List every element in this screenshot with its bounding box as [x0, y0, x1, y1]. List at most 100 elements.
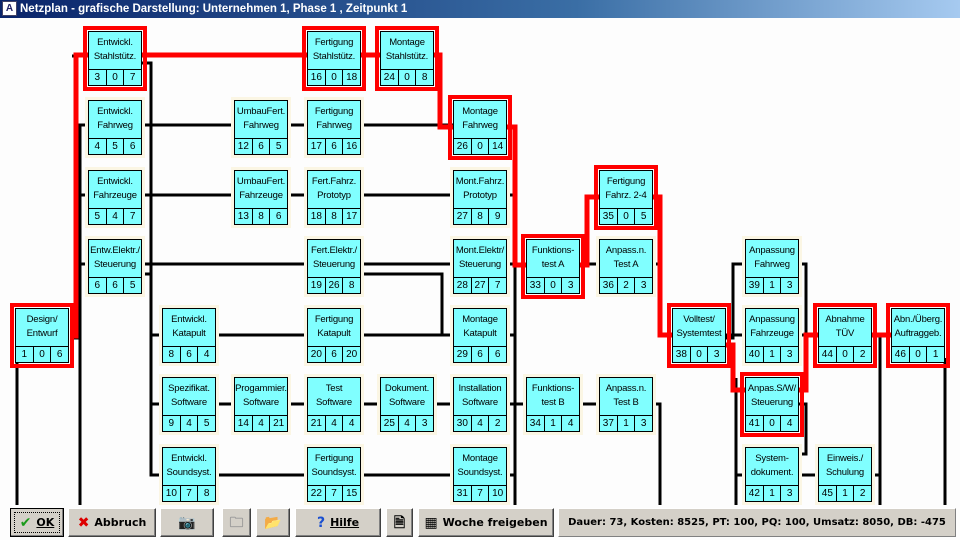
activity-start: 18	[310, 211, 322, 222]
activity-label-line2: Software	[462, 397, 498, 408]
activity-start: 27	[456, 211, 468, 222]
activity-buffer: 5	[105, 139, 124, 155]
camera-button[interactable]: 📷	[160, 508, 214, 537]
critical-path-line	[653, 194, 672, 338]
activity-buffer: 0	[32, 347, 51, 363]
critical-path-line	[72, 52, 88, 339]
ok-button[interactable]: ✔ OK	[10, 508, 64, 537]
activity-start: 41	[748, 418, 760, 429]
activity-start: 8	[168, 349, 175, 360]
activity-buffer: 7	[470, 486, 489, 502]
help-label: Hilfe	[330, 516, 360, 529]
export-folder-button[interactable]: 🗀	[222, 508, 251, 537]
activity-label: Spezifikat.Software	[163, 378, 215, 415]
activity-buffer: 1	[762, 486, 781, 502]
activity-start: 45	[821, 488, 833, 499]
activity-start: 34	[529, 418, 541, 429]
activity-label: Funktions-test B	[527, 378, 579, 415]
release-week-button[interactable]: ▦ Woche freigeben	[418, 508, 554, 537]
dependency-line	[726, 262, 745, 340]
dependency-line	[361, 272, 453, 337]
activity-start: 14	[237, 418, 249, 429]
activity-buffer: 0	[689, 347, 708, 363]
activity-start: 16	[310, 72, 322, 83]
activity-label-line2: Schulung	[825, 467, 864, 478]
activity-label-line1: Funktions-	[531, 245, 575, 256]
document-button[interactable]: 🗎	[386, 508, 413, 537]
help-button[interactable]: ? Hilfe	[295, 508, 381, 537]
activity-label-line1: Fert.Elektr./	[311, 245, 357, 256]
activity-duration: 6	[123, 139, 141, 155]
activity-duration: 16	[342, 139, 360, 155]
activity-label-line2: Fahrweg	[316, 120, 352, 131]
cancel-label: Abbruch	[94, 516, 147, 529]
activity-start: 3	[94, 72, 101, 83]
activity-start: 28	[456, 280, 468, 291]
activity-label-line1: Anpassung	[749, 314, 795, 325]
activity-buffer: 4	[470, 416, 489, 432]
open-folder-button[interactable]: 📂	[256, 508, 290, 537]
activity-label-line1: Anpas.S/W/	[747, 383, 797, 394]
activity-label-line1: Entwickl.	[97, 176, 133, 187]
activity-label-line1: Anpassung	[749, 245, 795, 256]
activity-start: 17	[310, 141, 322, 152]
cancel-button[interactable]: ✖ Abbruch	[68, 508, 156, 537]
activity-start: 20	[310, 349, 322, 360]
activity-duration: 5	[197, 416, 215, 432]
activity-buffer: 1	[543, 416, 562, 432]
